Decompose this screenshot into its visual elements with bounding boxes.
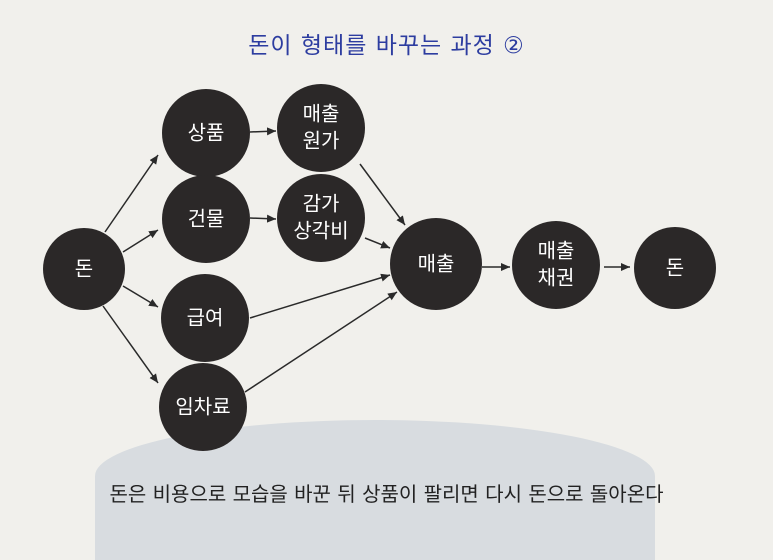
node-salary: 급여 bbox=[161, 274, 249, 362]
edge-building-depreciation bbox=[249, 214, 277, 223]
edge-money-rent bbox=[102, 305, 159, 384]
edge-money-salary bbox=[122, 285, 159, 308]
diagram-title: 돈이 형태를 바꾸는 과정 ② bbox=[248, 33, 525, 59]
node-building: 건물 bbox=[162, 175, 250, 263]
node-money-start: 돈 bbox=[43, 228, 125, 310]
node-depreciation-label-2: 상각비 bbox=[293, 219, 348, 243]
edge-depreciation-sales bbox=[364, 237, 391, 249]
edge-rent-sales bbox=[244, 291, 398, 393]
edge-salary-sales bbox=[249, 273, 391, 319]
node-cogs-label-1: 매출 bbox=[303, 102, 340, 126]
node-receivables-label-2: 채권 bbox=[538, 266, 575, 290]
node-building-label: 건물 bbox=[188, 207, 225, 231]
node-depreciation-label-1: 감가 bbox=[303, 192, 340, 216]
node-money-start-label: 돈 bbox=[75, 257, 93, 281]
node-money-end: 돈 bbox=[634, 227, 716, 309]
node-rent: 임차료 bbox=[159, 363, 247, 451]
flow-diagram: 돈 상품 건물 급여 임차료 매출 원가 감가 상각비 매출 매출 채권 돈 bbox=[43, 84, 716, 451]
edge-money-product bbox=[104, 154, 159, 233]
node-product: 상품 bbox=[162, 89, 250, 177]
node-sales-label: 매출 bbox=[418, 252, 455, 276]
edge-product-cogs bbox=[249, 127, 277, 136]
node-money-end-label: 돈 bbox=[666, 256, 684, 280]
node-cogs-label-2: 원가 bbox=[303, 129, 340, 153]
edges bbox=[102, 127, 630, 393]
node-product-label: 상품 bbox=[188, 121, 225, 145]
node-receivables-label-1: 매출 bbox=[538, 239, 575, 263]
edge-money-building bbox=[122, 229, 159, 253]
node-receivables: 매출 채권 bbox=[512, 221, 600, 309]
node-sales: 매출 bbox=[390, 218, 482, 310]
node-depreciation: 감가 상각비 bbox=[277, 174, 365, 262]
diagram-caption: 돈은 비용으로 모습을 바꾼 뒤 상품이 팔리면 다시 돈으로 돌아온다 bbox=[109, 482, 664, 506]
edge-cogs-sales bbox=[359, 163, 406, 226]
node-rent-label: 임차료 bbox=[175, 395, 230, 419]
node-salary-label: 급여 bbox=[187, 306, 224, 330]
node-cogs: 매출 원가 bbox=[277, 84, 365, 172]
